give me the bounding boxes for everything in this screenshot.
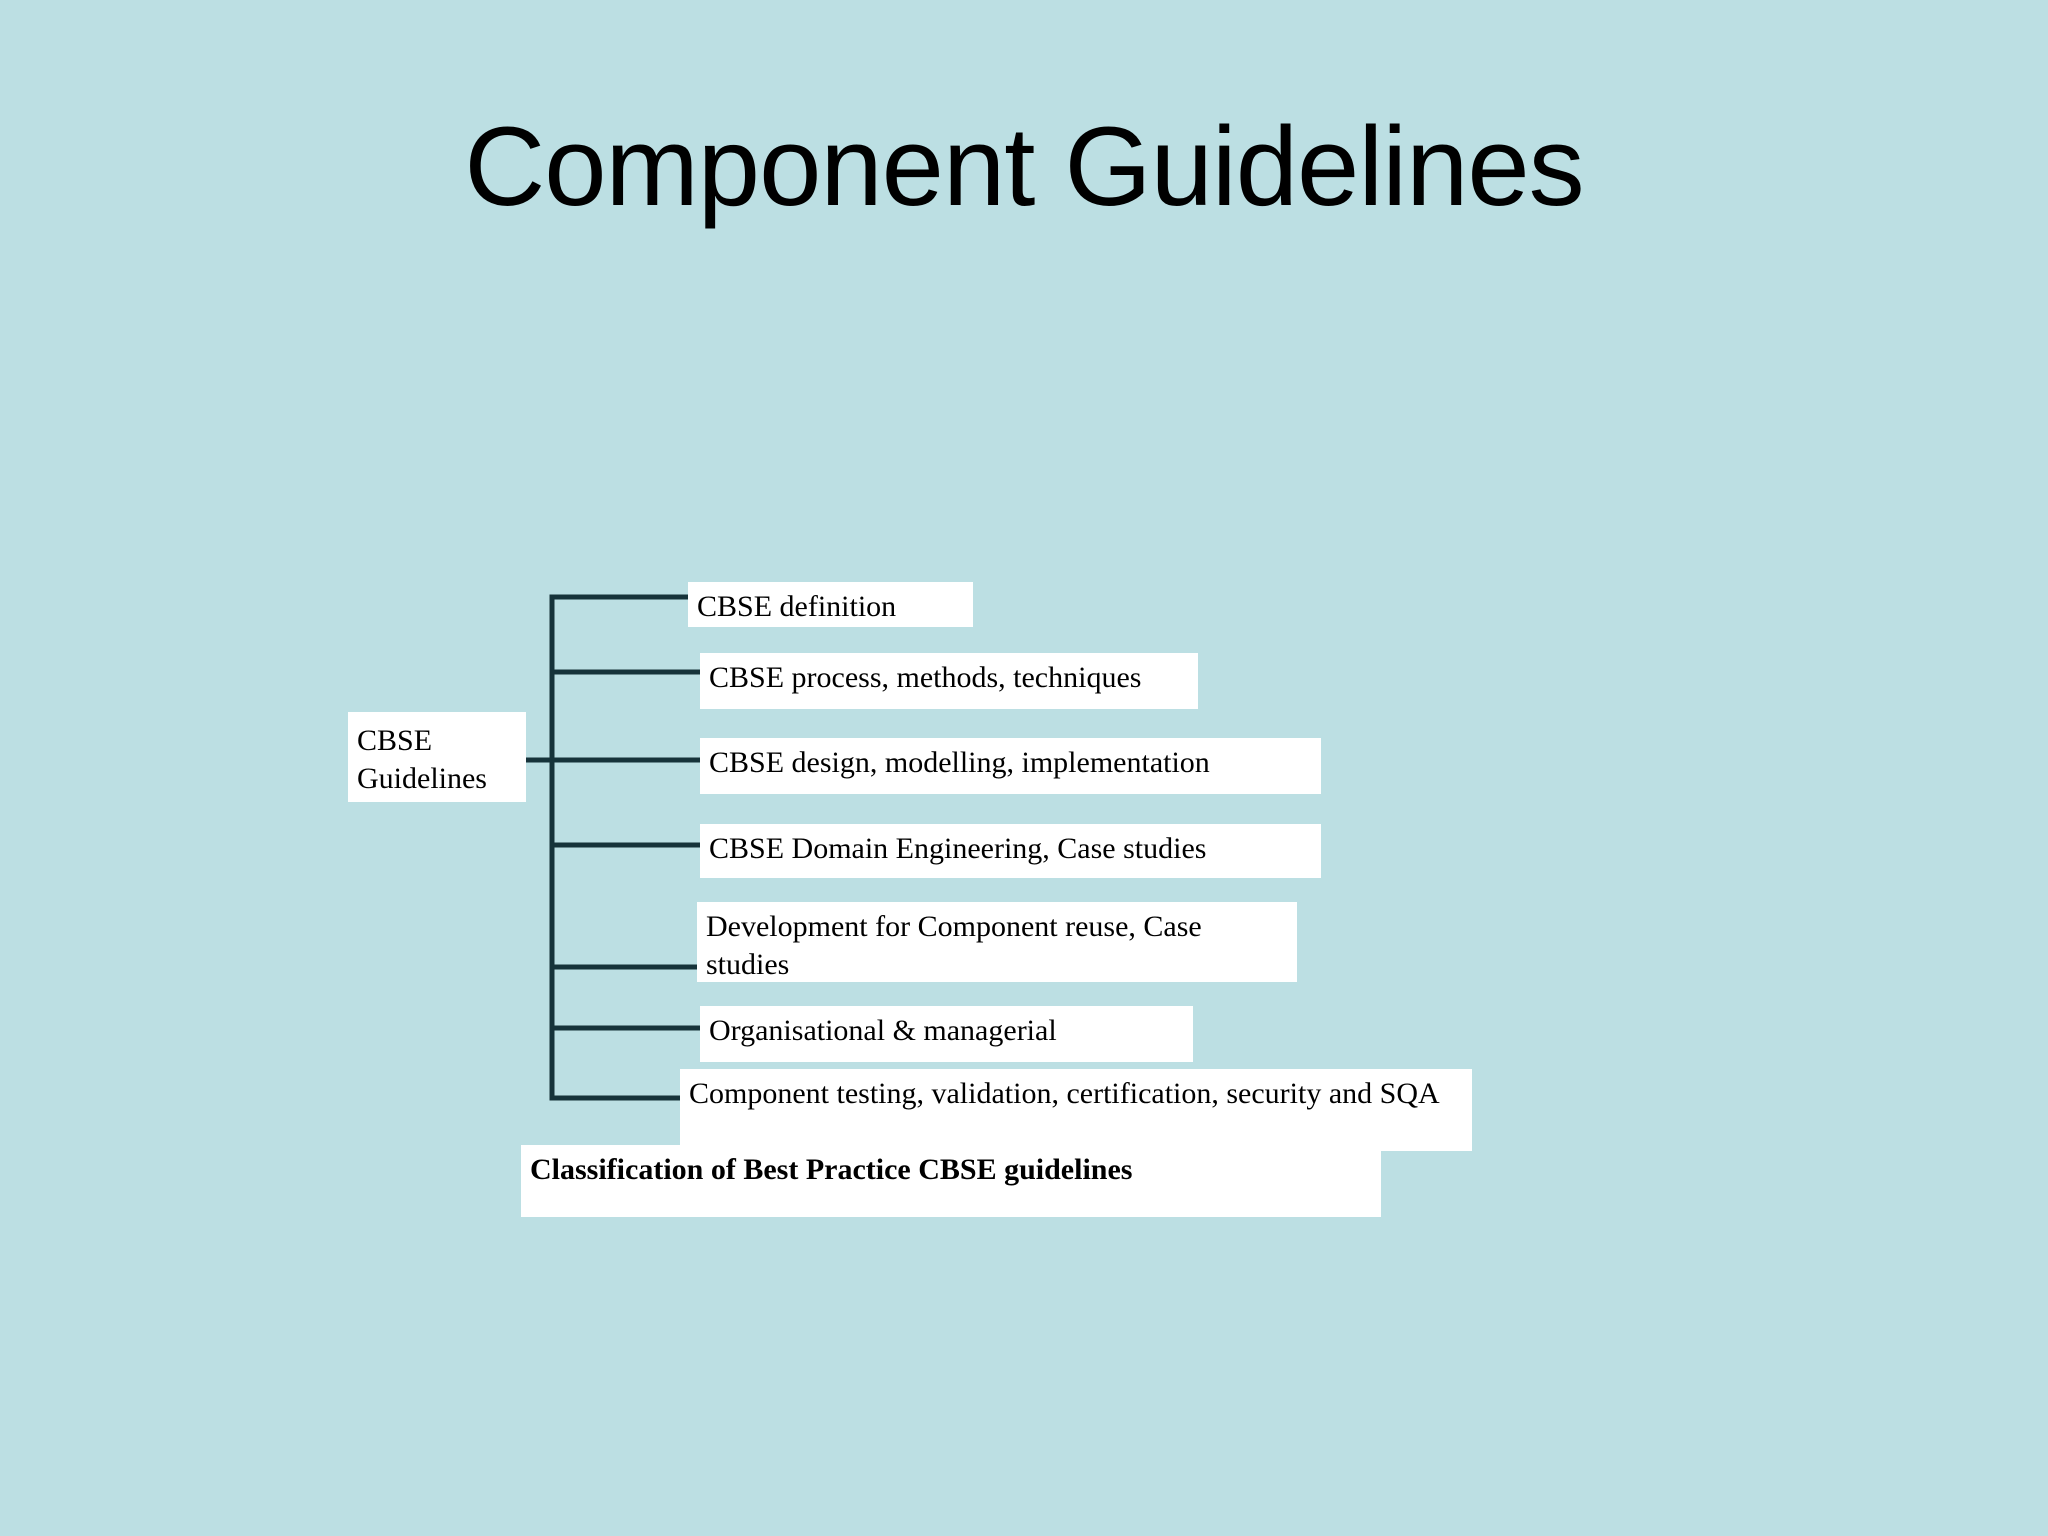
node-label-line-2: studies: [706, 948, 790, 982]
node-label: Organisational & managerial: [709, 1014, 1057, 1047]
node-label: CBSE process, methods, techniques: [709, 661, 1142, 694]
page-title: Component Guidelines: [464, 104, 1584, 229]
diagram-caption: Classification of Best Practice CBSE gui…: [521, 1145, 1381, 1217]
node-label: CBSE definition: [697, 590, 897, 623]
node-label-line-1: Development for Component reuse, Case: [706, 910, 1202, 943]
tree-node-cbse-definition[interactable]: CBSE definition: [688, 582, 973, 627]
node-label: CBSE Domain Engineering, Case studies: [709, 832, 1207, 865]
root-label-line-1: CBSE: [357, 724, 433, 757]
tree-node-cbse-process-methods-techniques[interactable]: CBSE process, methods, techniques: [700, 653, 1198, 709]
tree-node-cbse-domain-engineering-case-studies[interactable]: CBSE Domain Engineering, Case studies: [700, 824, 1321, 878]
tree-node-cbse-design-modelling-implementation[interactable]: CBSE design, modelling, implementation: [700, 738, 1321, 794]
caption-label: Classification of Best Practice CBSE gui…: [530, 1153, 1133, 1186]
tree-node-component-testing-validation[interactable]: Component testing, validation, certifica…: [680, 1069, 1472, 1151]
tree-node-development-for-component-reuse[interactable]: Development for Component reuse, Case st…: [697, 902, 1297, 982]
node-label: Component testing, validation, certifica…: [689, 1077, 1440, 1110]
node-label: CBSE design, modelling, implementation: [709, 746, 1210, 779]
tree-node-organisational-managerial[interactable]: Organisational & managerial: [700, 1006, 1193, 1062]
tree-node-root[interactable]: CBSE Guidelines: [348, 712, 526, 802]
root-label-line-2: Guidelines: [357, 762, 487, 796]
